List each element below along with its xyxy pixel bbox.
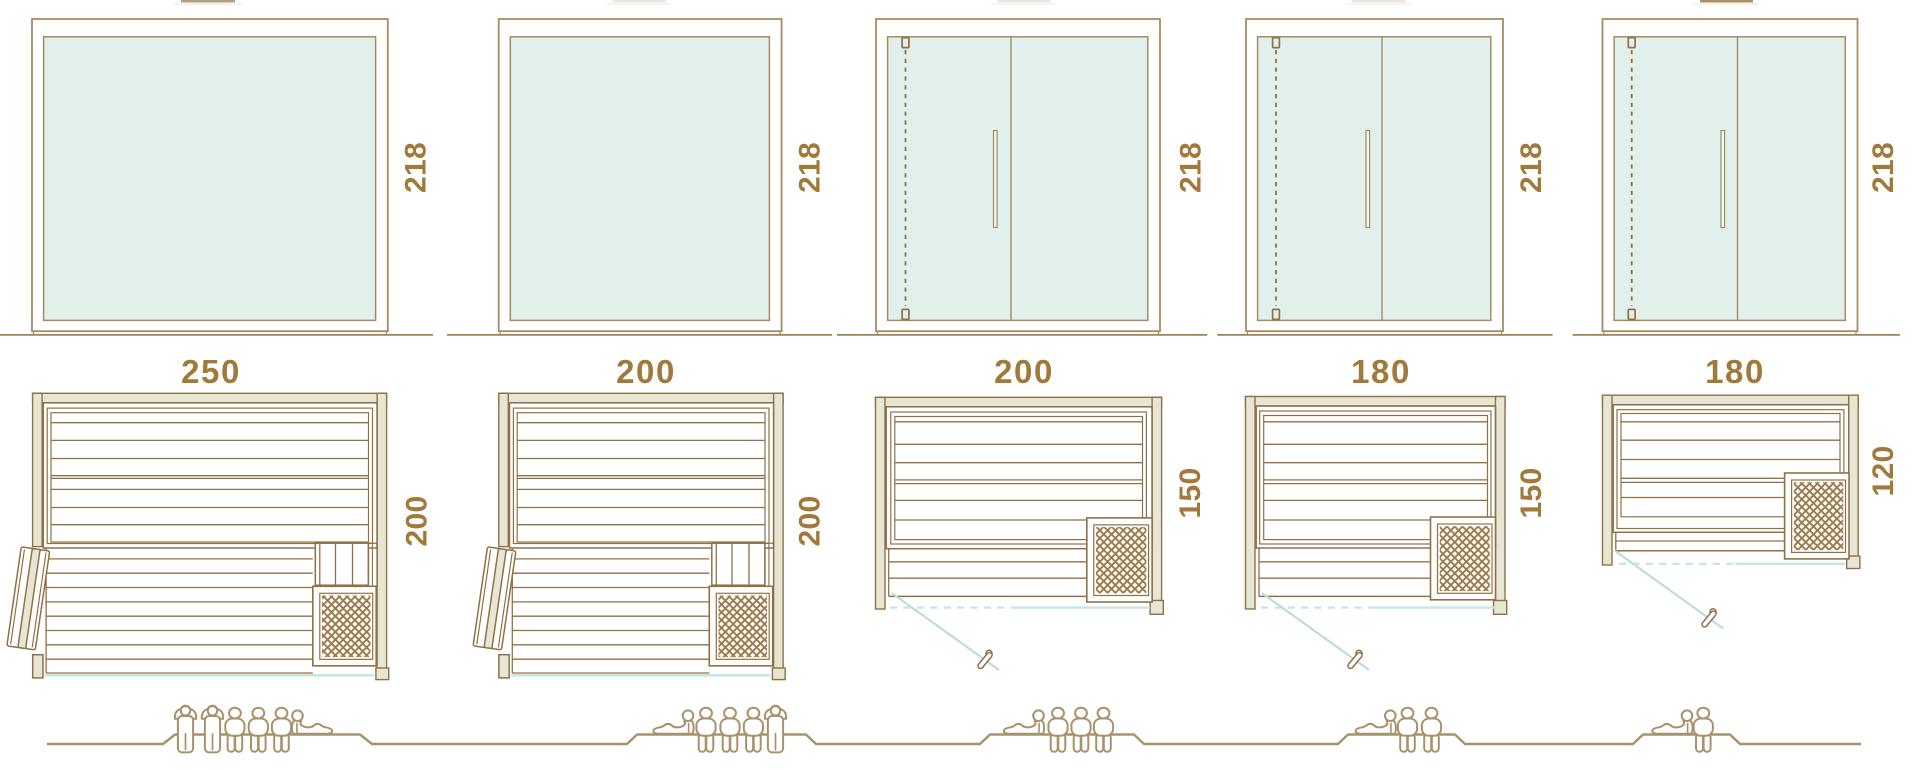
svg-text:218: 218 [1515,142,1548,193]
svg-text:218: 218 [1867,142,1900,193]
svg-text:180: 180 [1705,353,1765,390]
svg-text:200: 200 [994,353,1054,390]
svg-text:250: 250 [181,353,241,390]
svg-text:200: 200 [794,496,827,547]
svg-text:150: 150 [1174,468,1207,519]
svg-text:150: 150 [1515,468,1548,519]
svg-text:120: 120 [1867,446,1900,497]
svg-text:200: 200 [616,353,676,390]
svg-text:218: 218 [794,142,827,193]
svg-text:218: 218 [400,142,433,193]
svg-text:218: 218 [1175,142,1208,193]
svg-text:180: 180 [1351,353,1411,390]
svg-text:200: 200 [401,496,434,547]
